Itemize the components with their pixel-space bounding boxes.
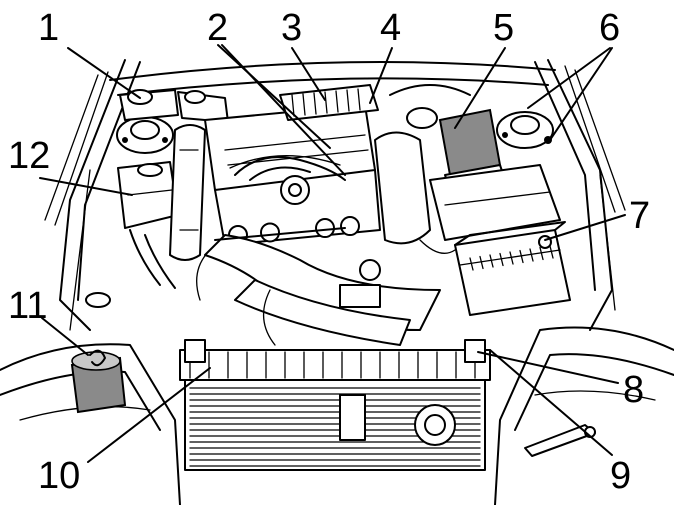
callout-6: 6: [599, 7, 620, 49]
leader-8: [477, 351, 619, 384]
leader-11: [41, 317, 89, 356]
leader-lines: [39, 44, 626, 463]
engine-head: [204, 104, 381, 246]
battery-rib: [549, 245, 554, 259]
callout-10: 10: [38, 455, 80, 497]
plug-well: [260, 222, 280, 243]
battery-rib: [519, 249, 524, 264]
ignition-leads: [229, 155, 346, 181]
air-intake-hose: [169, 124, 206, 261]
radiator-mounts: [184, 339, 486, 363]
radiator: [179, 349, 491, 471]
callout-3: 3: [281, 7, 302, 49]
misc-hoses: [129, 229, 456, 346]
reservoir-fin: [346, 89, 350, 112]
reservoir-fin: [313, 92, 317, 115]
leader-6b: [549, 47, 613, 141]
leader-10: [87, 367, 211, 463]
battery-rib: [509, 251, 514, 265]
brake-fluid-reservoir: [119, 89, 229, 123]
upper-air-hose: [374, 84, 471, 245]
reservoir-fin: [335, 90, 339, 113]
reservoir-fin: [302, 93, 306, 116]
leader-5: [454, 47, 506, 129]
battery-rib: [469, 257, 474, 271]
callout-4: 4: [380, 7, 401, 49]
battery: [454, 221, 571, 316]
strut-tower-left: [116, 116, 174, 154]
reservoir-fin: [357, 88, 361, 111]
battery-rib: [539, 246, 544, 261]
callout-1: 1: [38, 7, 59, 49]
leader-6a: [527, 47, 611, 109]
callout-5: 5: [493, 7, 514, 49]
callout-12: 12: [8, 135, 50, 177]
battery-rib: [499, 252, 504, 267]
leader-7: [544, 214, 626, 241]
air-filter-housing: [429, 164, 561, 241]
callout-9: 9: [610, 455, 631, 497]
intake-manifold: [204, 227, 441, 346]
leader-2a: [217, 44, 331, 149]
strut-tower-right: [496, 111, 554, 149]
battery-rib: [479, 255, 484, 270]
reservoir-fin: [291, 94, 295, 117]
washer-fluid-reservoir: [70, 292, 127, 414]
callout-7: 7: [629, 195, 650, 237]
callout-8: 8: [623, 369, 644, 411]
reservoir-fin: [324, 91, 328, 114]
callout-2: 2: [207, 7, 228, 49]
plug-well: [315, 218, 335, 239]
leader-12: [39, 177, 133, 196]
callout-11: 11: [8, 285, 47, 327]
leader-9: [489, 349, 613, 456]
plug-well: [340, 216, 360, 237]
battery-rib: [529, 248, 534, 262]
battery-rib: [489, 254, 494, 268]
callout-labels: 1 2 3 4 5 6 7 8 9 10 11 12: [8, 7, 650, 497]
bay-outline: [44, 59, 626, 331]
hood-latch: [524, 424, 596, 457]
leader-4: [369, 47, 393, 104]
leader-1: [67, 47, 141, 99]
engine-bay-drawing: [0, 59, 674, 505]
leader-2b: [221, 44, 346, 176]
leader-3: [291, 47, 326, 101]
